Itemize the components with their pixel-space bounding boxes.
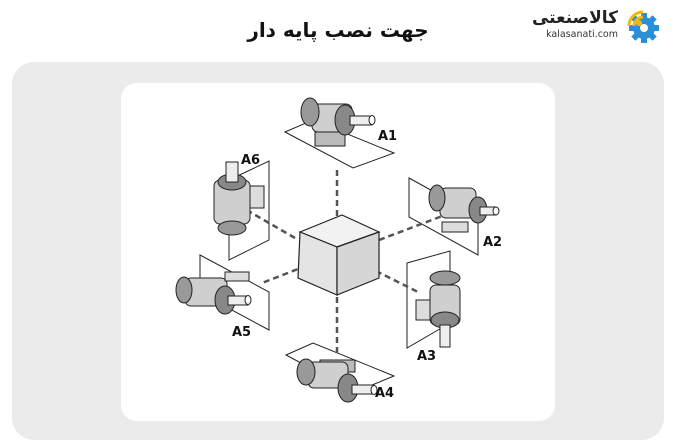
plane-a1 [283,119,396,169]
label-a5: A5 [232,325,251,340]
label-a4: A4 [375,386,394,401]
gearbox-a2 [428,184,500,233]
label-a6: A6 [241,153,260,168]
page-title: جهت نصب پایه دار [247,18,429,42]
logo[interactable]: کالاصنعتی kalasanati.com [532,4,662,44]
gearbox-a6 [213,161,265,236]
logo-name: کالاصنعتی [531,8,618,28]
logo-domain: kalasanati.com [546,29,618,40]
gearbox-a5 [175,271,252,315]
gearbox-a4 [296,358,378,403]
gearbox-a1 [300,97,376,147]
label-a3: A3 [417,349,436,364]
gearbox-a3 [415,270,461,348]
label-a2: A2 [483,235,502,250]
label-a1: A1 [378,129,397,144]
gear-signal-icon [627,10,659,43]
center-cube [297,214,381,296]
